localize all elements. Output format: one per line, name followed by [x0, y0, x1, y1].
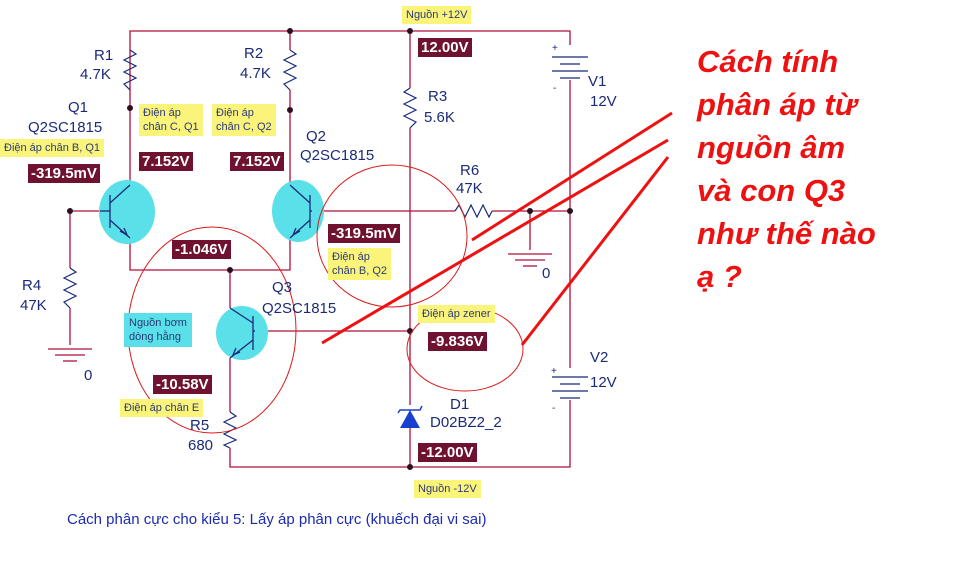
battery-symbols [552, 56, 588, 399]
probe-emitters: -1.046V [172, 240, 231, 259]
note-vcc: Nguồn +12V [402, 6, 472, 24]
r1-symbol [122, 49, 138, 91]
r5-symbol [222, 411, 238, 449]
r3-name: R3 [428, 88, 448, 105]
r3-value: 5.6K [424, 109, 455, 126]
note-line: chân C, Q2 [216, 121, 272, 133]
r2-value: 4.7K [240, 65, 271, 82]
v2-name: V2 [590, 349, 609, 366]
question-line: và con Q3 [697, 173, 846, 208]
r6-name: R6 [460, 162, 480, 179]
v2-plus: + [551, 366, 557, 377]
note-line: chân C, Q1 [143, 121, 199, 133]
q3-symbol [229, 307, 255, 359]
note-line: dòng hằng [129, 331, 181, 343]
probe-q2-base: -319.5mV [328, 224, 400, 243]
v2-minus: - [552, 403, 556, 414]
note-vee: Nguồn -12V [414, 480, 481, 498]
r1-value: 4.7K [80, 66, 111, 83]
note-q2-base: Điện áp chân B, Q2 [328, 248, 392, 280]
r5-name: R5 [190, 417, 210, 434]
zener-diode-symbol [397, 405, 423, 428]
note-line: Điện áp [216, 107, 254, 119]
junction-nodes [67, 28, 573, 470]
transistor-symbols [100, 184, 312, 359]
note-line: Điện áp [143, 107, 181, 119]
r4-name: R4 [22, 277, 42, 294]
note-line: chân B, Q2 [332, 265, 388, 277]
resistor-symbols [62, 49, 493, 449]
probe-zener: -9.836V [428, 332, 487, 351]
probe-q1-base: -319.5mV [28, 164, 100, 183]
question-line: phân áp từ [697, 87, 857, 122]
note-current-source: Nguồn bơm dòng hằng [124, 313, 192, 347]
probe-q1-collector: 7.152V [139, 152, 193, 171]
r2-name: R2 [244, 45, 264, 62]
v2-value: 12V [590, 374, 617, 391]
d1-model: D02BZ2_2 [430, 414, 502, 431]
question-line: ạ ? [697, 259, 742, 294]
q1-model: Q2SC1815 [28, 119, 103, 136]
annotation-arrows [321, 111, 673, 346]
question-annotation: Cách tính phân áp từ nguồn âm và con Q3 … [697, 40, 876, 298]
note-zener: Điện áp zener [418, 305, 495, 323]
ground-symbols [48, 253, 552, 362]
v1-minus: - [553, 83, 557, 94]
q1-symbol [100, 184, 131, 239]
question-line: như thế nào [697, 216, 876, 251]
q3-name: Q3 [272, 279, 293, 296]
q1-name: Q1 [68, 99, 89, 116]
q3-model: Q2SC1815 [262, 300, 337, 317]
v1-value: 12V [590, 93, 617, 110]
r4-value: 47K [20, 297, 47, 314]
probe-q3-emitter: -10.58V [153, 375, 212, 394]
question-line: nguồn âm [697, 130, 846, 165]
q2-model: Q2SC1815 [300, 147, 375, 164]
note-q3-emitter: Điện áp chân E [120, 399, 204, 417]
r1-name: R1 [94, 47, 114, 64]
v1-name: V1 [588, 73, 607, 90]
q2-name: Q2 [306, 128, 327, 145]
question-line: Cách tính [697, 44, 839, 79]
note-q2-collector: Điện áp chân C, Q2 [212, 104, 276, 136]
probe-q2-collector: 7.152V [230, 152, 284, 171]
probe-vcc: 12.00V [418, 38, 472, 57]
r4-symbol [62, 267, 78, 309]
v1-plus: + [552, 43, 558, 54]
r5-value: 680 [188, 437, 214, 454]
probe-vee: -12.00V [418, 443, 477, 462]
q2-symbol [289, 184, 312, 239]
r6-symbol [454, 203, 493, 219]
caption: Cách phân cực cho kiểu 5: Lấy áp phân cự… [67, 511, 487, 528]
transistor-highlights [99, 180, 324, 360]
wires [69, 30, 571, 468]
note-q1-collector: Điện áp chân C, Q1 [139, 104, 203, 136]
ground-label: 0 [84, 367, 93, 384]
r6-value: 47K [456, 180, 483, 197]
r2-symbol [282, 49, 298, 91]
note-line: Nguồn bơm [129, 317, 187, 329]
note-line: Điện áp [332, 251, 370, 263]
note-q1-base: Điện áp chân B, Q1 [0, 139, 105, 157]
d1-name: D1 [450, 396, 470, 413]
r3-symbol [402, 87, 418, 129]
ground-label: 0 [542, 265, 551, 282]
